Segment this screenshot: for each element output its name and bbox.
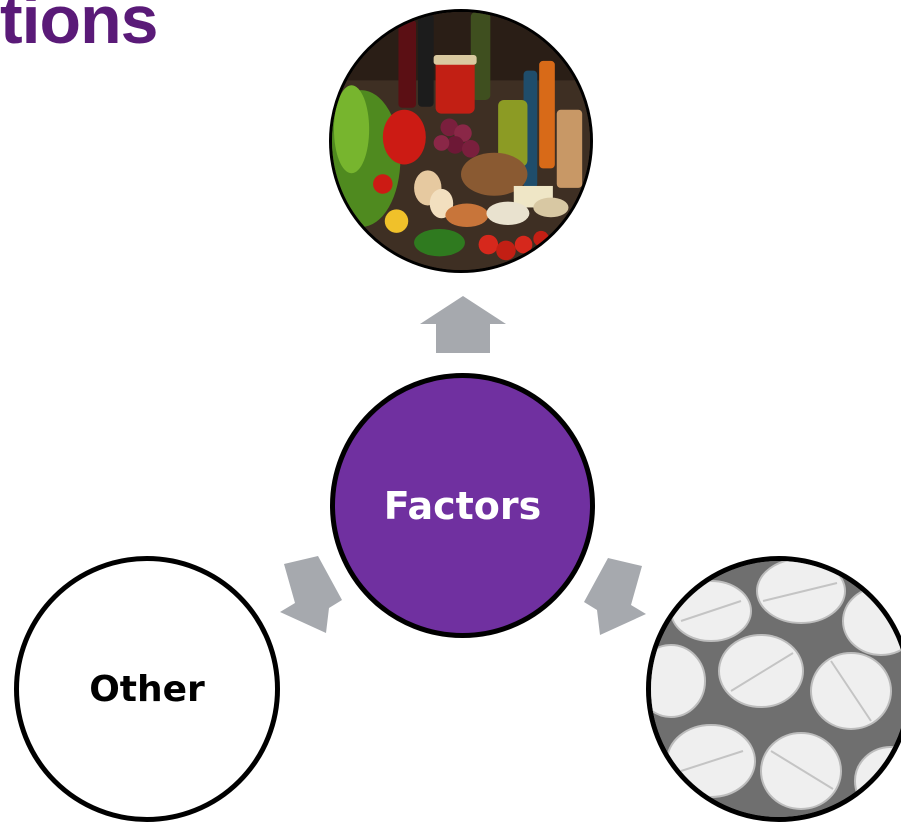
other-circle: Other — [14, 556, 280, 822]
factors-label: Factors — [383, 483, 542, 528]
food-photo-circle — [329, 9, 593, 273]
up-arrow-icon — [420, 296, 506, 353]
other-label: Other — [89, 668, 205, 710]
pills-photo-circle — [646, 556, 901, 822]
down-right-arrow-icon — [584, 558, 646, 635]
slide-title: tions — [0, 0, 158, 58]
factors-circle: Factors — [330, 373, 595, 638]
pills-image — [651, 561, 901, 817]
down-left-arrow-icon — [280, 556, 342, 633]
groceries-image — [332, 12, 590, 270]
